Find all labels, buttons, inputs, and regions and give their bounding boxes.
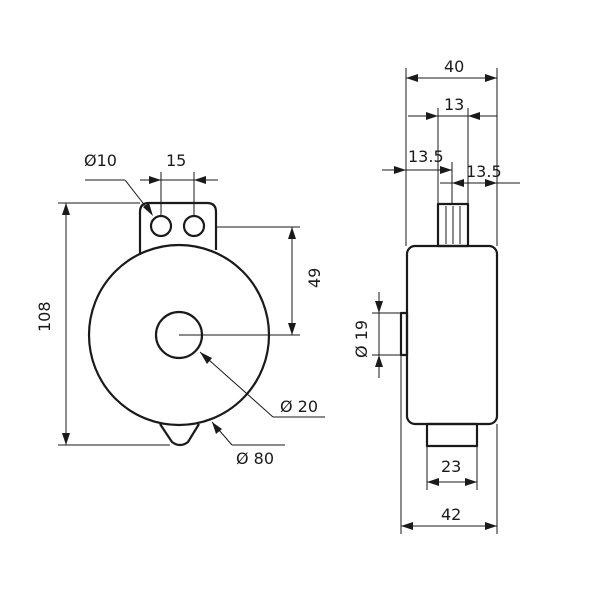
mounting-hole-right bbox=[182, 214, 206, 238]
bottom-arrow-left bbox=[401, 522, 413, 530]
base-arrow-left bbox=[427, 478, 439, 486]
mounting-ear bbox=[138, 201, 218, 255]
bottom-base bbox=[425, 422, 479, 448]
dim-width-total: 40 bbox=[444, 57, 464, 76]
dim-base: 23 bbox=[441, 457, 461, 476]
boss-arrow-bottom bbox=[375, 355, 383, 367]
front-view: Ø10 15 108 49 Ø 20 Ø 80 bbox=[35, 151, 325, 468]
offset-left-arrow-right bbox=[440, 166, 452, 174]
base-arrow-right bbox=[465, 478, 477, 486]
upper-height-arrow-top bbox=[288, 227, 296, 239]
boss-arrow-top bbox=[375, 301, 383, 313]
dim-hole-diameter: Ø10 bbox=[84, 151, 117, 170]
dim-boss-diameter: Ø 19 bbox=[352, 320, 371, 358]
dim-height-total: 108 bbox=[35, 301, 54, 332]
side-view: 40 13 13.5 13.5 Ø 19 23 bbox=[352, 57, 520, 534]
bottom-arrow-right bbox=[485, 522, 497, 530]
offset-left-arrow-left bbox=[394, 166, 406, 174]
width-arrow-left bbox=[406, 74, 418, 82]
dim-width-mid: 13 bbox=[444, 95, 464, 114]
height-arrow-top bbox=[62, 203, 70, 215]
dim-offset-left: 13.5 bbox=[408, 147, 444, 166]
center-leader-arrow bbox=[200, 352, 212, 364]
mounting-hole-left bbox=[149, 214, 173, 238]
hole-spacing-arrow-right bbox=[194, 176, 206, 184]
offset-right-arrow-right bbox=[485, 179, 497, 187]
bottom-tab bbox=[159, 423, 200, 447]
dim-offset-right: 13.5 bbox=[466, 162, 502, 181]
hole-spacing-arrow-left bbox=[149, 176, 161, 184]
dim-hole-spacing: 15 bbox=[166, 151, 186, 170]
dim-body-diameter: Ø 80 bbox=[236, 449, 274, 468]
height-arrow-bottom bbox=[62, 433, 70, 445]
dim-center-diameter: Ø 20 bbox=[280, 397, 318, 416]
offset-right-arrow-left bbox=[452, 179, 464, 187]
hole-leader-arrow bbox=[143, 203, 153, 216]
side-boss bbox=[399, 311, 409, 357]
dim-height-upper: 49 bbox=[305, 268, 324, 288]
side-body bbox=[405, 244, 499, 426]
center-leader-slant bbox=[199, 351, 274, 418]
width-arrow-right bbox=[485, 74, 497, 82]
upper-height-arrow-bottom bbox=[288, 323, 296, 335]
mid-width-arrow-right bbox=[468, 112, 480, 120]
mid-width-arrow-left bbox=[426, 112, 438, 120]
dim-bottom-width: 42 bbox=[441, 505, 461, 524]
body-leader-arrow bbox=[212, 422, 222, 434]
